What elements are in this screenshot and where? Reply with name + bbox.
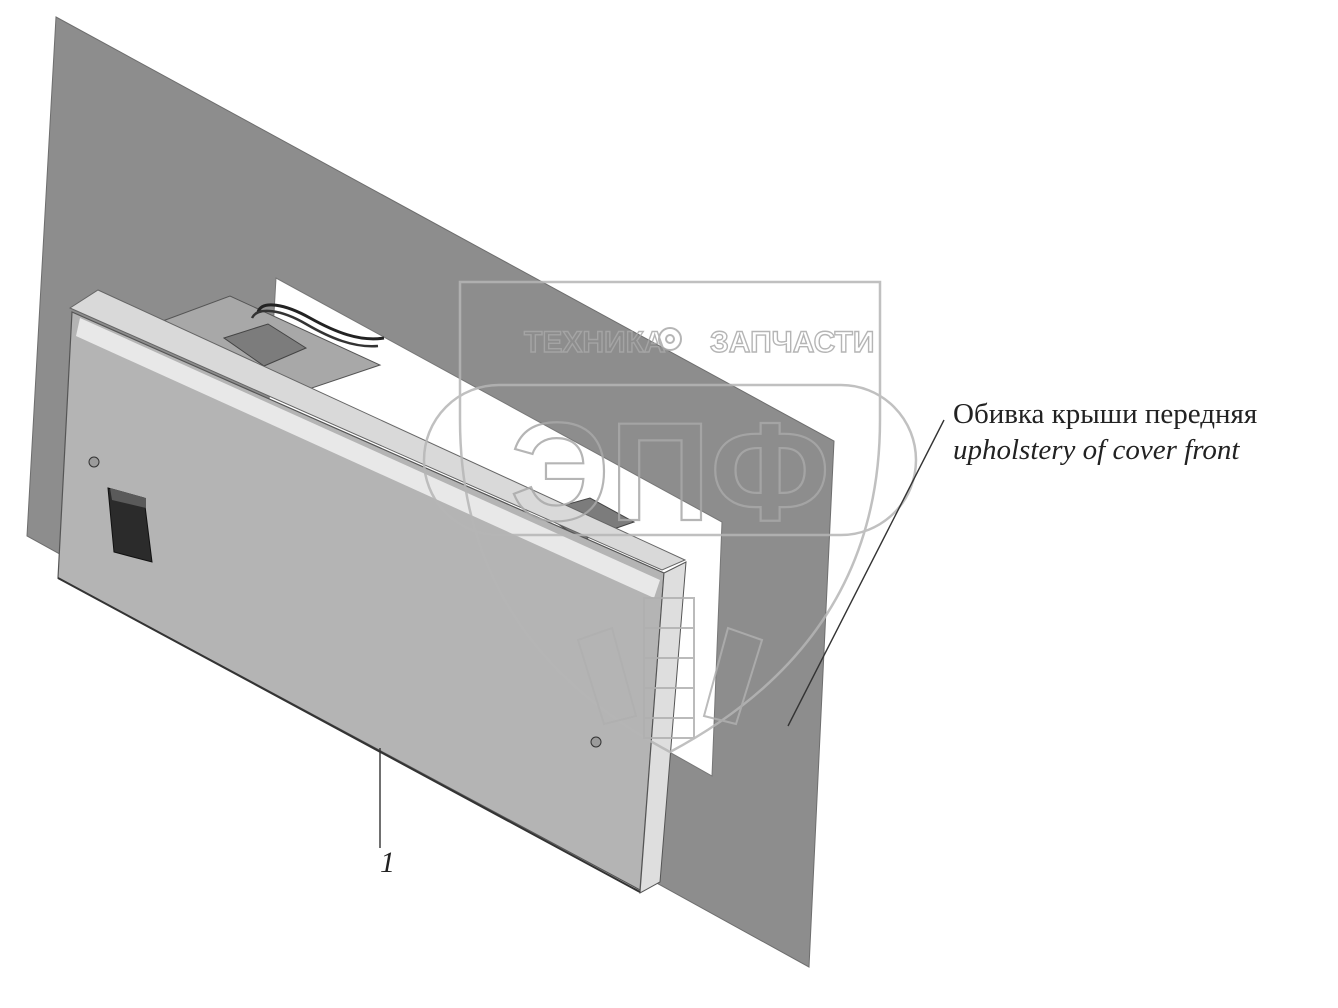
housing-right-edge (639, 561, 687, 894)
mount-tab-left (222, 323, 308, 367)
watermark-left-word: ТЕХНИКА (524, 326, 666, 359)
wire-lead-2 (250, 309, 379, 348)
gear-icon (658, 327, 682, 351)
callout-leader-line (787, 419, 945, 727)
wire-lead-1 (256, 303, 385, 341)
callout-label-ru: Обивка крыши передняя (953, 398, 1257, 430)
watermark-monogram: ЭПФ (510, 393, 830, 550)
watermark-emblem: ТЕХНИКА ЗАПЧАСТИ ЭПФ (422, 280, 918, 754)
watermark-wheat (576, 597, 764, 739)
housing-highlight (76, 318, 660, 598)
screw-head-right (590, 736, 602, 748)
watermark-right-word: ЗАПЧАСТИ (710, 326, 874, 359)
part-number-label: 1 (380, 846, 395, 879)
rocker-switch-top (110, 488, 146, 508)
callout-label-en: upholstery of cover front (953, 434, 1240, 466)
watermark-shield (458, 280, 882, 754)
screw-head-left (88, 456, 100, 468)
watermark-band (422, 383, 918, 537)
housing-bottom-edge (57, 577, 641, 893)
